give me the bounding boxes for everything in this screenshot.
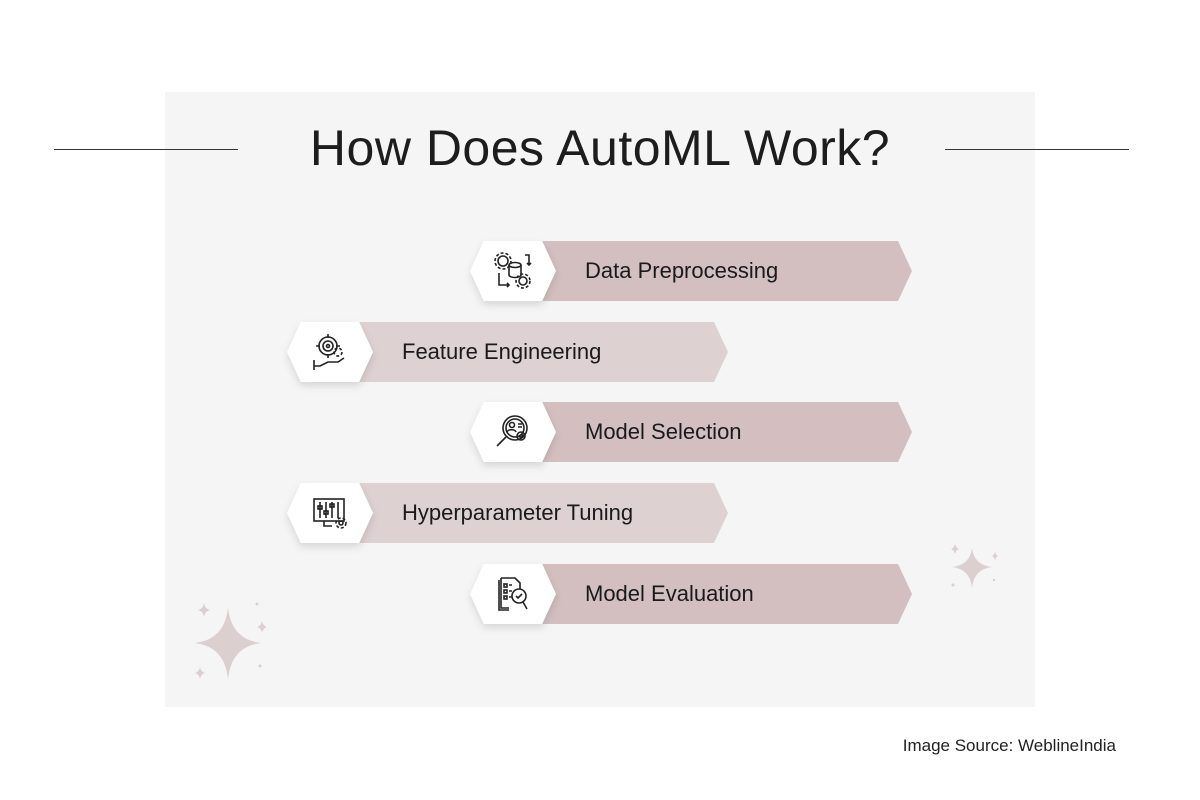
step-banner bbox=[357, 483, 728, 543]
step-feature-engineering: Feature Engineering bbox=[287, 322, 728, 382]
step-label: Model Evaluation bbox=[585, 581, 754, 606]
step-data-preprocessing: Data Preprocessing bbox=[470, 241, 912, 301]
sparkle-decoration-left bbox=[194, 602, 267, 680]
step-label: Model Selection bbox=[585, 419, 742, 444]
title-rule-left bbox=[54, 149, 238, 150]
gears-database-icon bbox=[470, 241, 556, 301]
step-banner bbox=[540, 402, 912, 462]
hand-target-gear-icon bbox=[287, 322, 373, 382]
step-model-evaluation: Model Evaluation bbox=[470, 564, 912, 624]
page-title: How Does AutoML Work? bbox=[309, 120, 891, 176]
step-label: Feature Engineering bbox=[402, 339, 602, 364]
step-label: Data Preprocessing bbox=[585, 258, 779, 283]
step-hyperparameter-tuning: Hyperparameter Tuning bbox=[287, 483, 728, 543]
sparkle-decoration-right bbox=[951, 544, 998, 588]
step-model-selection: Model Selection bbox=[470, 402, 912, 462]
step-banner bbox=[357, 322, 728, 382]
step-label: Hyperparameter Tuning bbox=[402, 500, 634, 525]
magnifier-profile-icon bbox=[470, 402, 556, 462]
step-banner bbox=[540, 564, 912, 624]
step-banner bbox=[540, 241, 912, 301]
image-source-caption: Image Source: WeblineIndia bbox=[902, 736, 1116, 755]
checklist-magnifier-icon bbox=[470, 564, 556, 624]
title-rule-right bbox=[945, 149, 1129, 150]
monitor-sliders-gear-icon bbox=[287, 483, 373, 543]
